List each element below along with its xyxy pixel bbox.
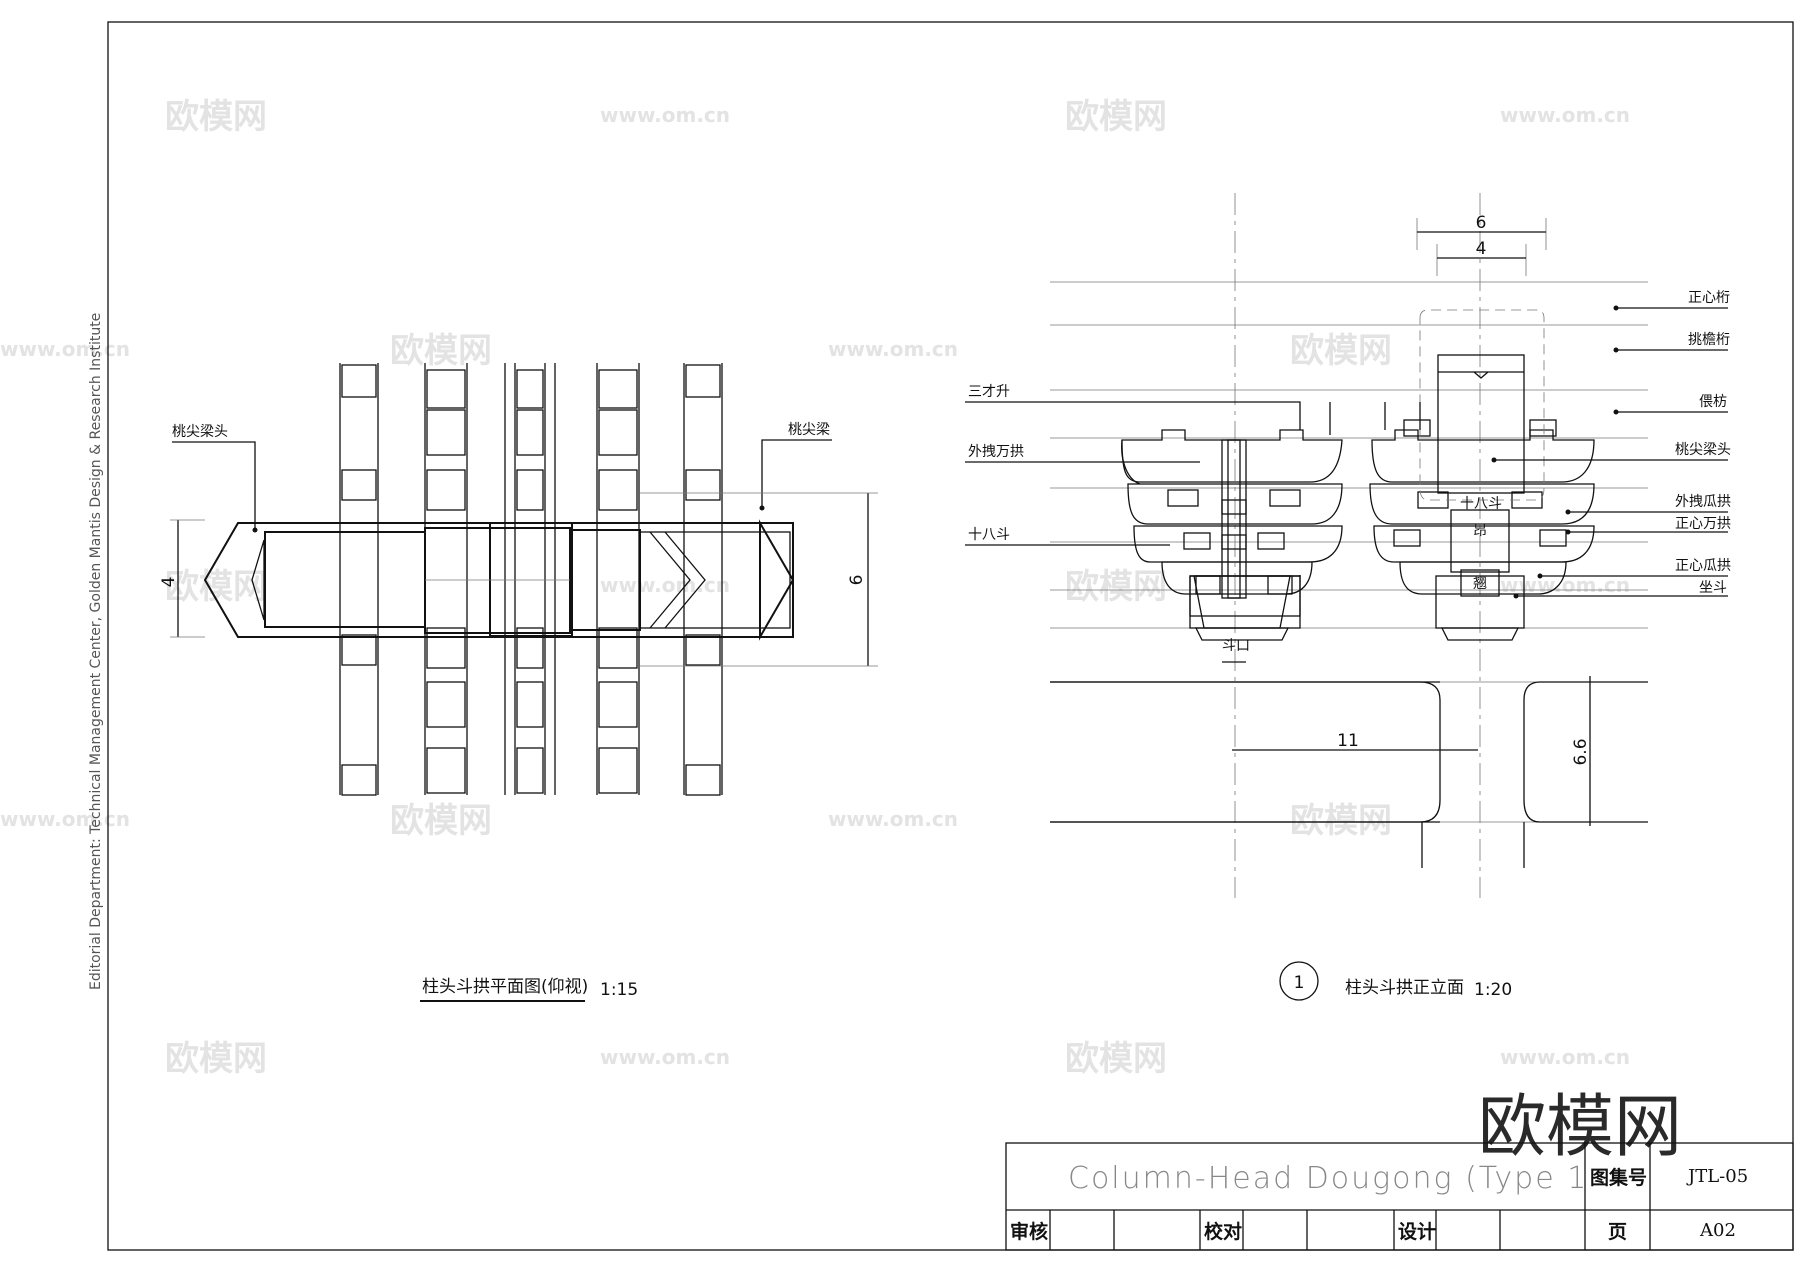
watermark-brand: 欧模网 [165, 1039, 267, 1079]
watermark-brand: 欧模网 [1290, 331, 1392, 371]
plan-leader-right [761, 439, 832, 508]
atlas-value: JTL-05 [1686, 1166, 1748, 1187]
check-label: 校对 [1204, 1220, 1242, 1243]
watermark-site: www.om.cn [0, 337, 130, 361]
elev-marker-number: 1 [1294, 973, 1305, 993]
plan-label-left: 桃尖梁头 [172, 424, 228, 440]
watermark-brand: 欧模网 [390, 331, 492, 371]
plan-beam [203, 519, 795, 641]
design-label: 设计 [1398, 1221, 1436, 1243]
watermark-site: www.om.cn [1500, 573, 1630, 597]
elev-caption: 柱头斗拱正立面 [1345, 978, 1464, 998]
elevation-beam: 11 6.6 [1050, 676, 1648, 868]
big-logo: 欧模网 [1478, 1088, 1682, 1167]
side-credit: Editorial Department: Technical Manageme… [88, 313, 104, 990]
watermark-brand: 欧模网 [1065, 567, 1167, 607]
watermark-brand: 欧模网 [165, 97, 267, 137]
plan-view: 桃尖梁头 桃尖梁 4 6 柱头斗拱平面图(仰视) 1:15 [159, 363, 878, 1002]
elev-label-left-1: 外拽万拱 [968, 444, 1024, 460]
watermark-site: www.om.cn [828, 337, 958, 361]
plan-dim-width: 4 [159, 577, 179, 588]
plan-scale: 1:15 [600, 980, 638, 1000]
elev-inner-shibadou: 十八斗 [1460, 496, 1502, 512]
plan-caption: 柱头斗拱平面图(仰视) [422, 977, 588, 997]
elev-inner-qiao: 翘 [1473, 576, 1487, 592]
elev-label-right-1: 挑檐桁 [1688, 332, 1730, 348]
dougong-right: 十八斗 昂 翘 [1369, 309, 1595, 641]
elev-label-right-4: 外拽瓜拱 [1675, 494, 1731, 510]
plan-dim-depth: 6 [847, 575, 867, 586]
title-block: Column-Head Dougong (Type 1 图集号 JTL-05 审… [1005, 1142, 1794, 1251]
watermark-brand: 欧模网 [1065, 97, 1167, 137]
title-block-title: Column-Head Dougong (Type 1 [1068, 1161, 1588, 1196]
watermark-site: www.om.cn [828, 807, 958, 831]
elev-dim-height: 6.6 [1571, 738, 1591, 765]
watermark-site: www.om.cn [600, 1045, 730, 1069]
elev-detail-marker [1279, 961, 1319, 1001]
elev-label-right-7: 坐斗 [1699, 580, 1727, 596]
watermark-brand: 欧模网 [390, 801, 492, 841]
elevation-top-dims: 6 4 [1416, 213, 1547, 276]
elev-dim-top-inner: 4 [1476, 239, 1487, 259]
atlas-label: 图集号 [1590, 1166, 1647, 1189]
dougong-left [1121, 429, 1343, 641]
sheet-border [107, 21, 1794, 1251]
elev-label-right-6: 正心瓜拱 [1675, 558, 1731, 574]
watermark-site: www.om.cn [600, 573, 730, 597]
watermark-site: www.om.cn [1500, 103, 1630, 127]
review-label: 审核 [1010, 1220, 1048, 1243]
plan-leader-left [172, 441, 256, 530]
elev-dim-top-outer: 6 [1476, 213, 1487, 233]
elev-label-right-0: 正心桁 [1688, 290, 1730, 306]
elev-label-right-3: 桃尖梁头 [1675, 442, 1731, 458]
elev-label-right-5: 正心万拱 [1675, 516, 1731, 532]
watermark-brand: 欧模网 [1290, 801, 1392, 841]
watermark-layer: 欧模网 www.om.cn 欧模网 www.om.cn 欧模网 www.om.c… [0, 97, 1630, 1079]
elev-label-right-2: 偎枋 [1699, 394, 1727, 410]
elevation-view: 十八斗 昂 翘 11 6.6 6 4 斗口 [965, 193, 1731, 1001]
watermark-brand: 欧模网 [165, 567, 267, 607]
page-label: 页 [1608, 1221, 1627, 1243]
watermark-site: www.om.cn [600, 103, 730, 127]
plan-vertical-members [339, 363, 723, 796]
elev-label-left-0: 三才升 [968, 384, 1010, 400]
elev-inner-ang: 昂 [1473, 523, 1487, 539]
watermark-brand: 欧模网 [1065, 1039, 1167, 1079]
elevation-right-leaders: 正心桁 挑檐桁 偎枋 桃尖梁头 外拽瓜拱 正心万拱 正心瓜拱 坐斗 [1491, 290, 1731, 599]
watermark-site: www.om.cn [0, 807, 130, 831]
elev-scale: 1:20 [1474, 980, 1512, 1000]
page-value: A02 [1699, 1220, 1736, 1241]
elevation-left-leaders: 三才升 外拽万拱 十八斗 [965, 384, 1421, 546]
elev-doukou: 斗口 [1222, 638, 1250, 654]
plan-label-right: 桃尖梁 [788, 422, 830, 438]
watermark-site: www.om.cn [1500, 1045, 1630, 1069]
elev-dim-gap: 11 [1337, 731, 1359, 751]
elev-label-left-2: 十八斗 [968, 527, 1010, 543]
